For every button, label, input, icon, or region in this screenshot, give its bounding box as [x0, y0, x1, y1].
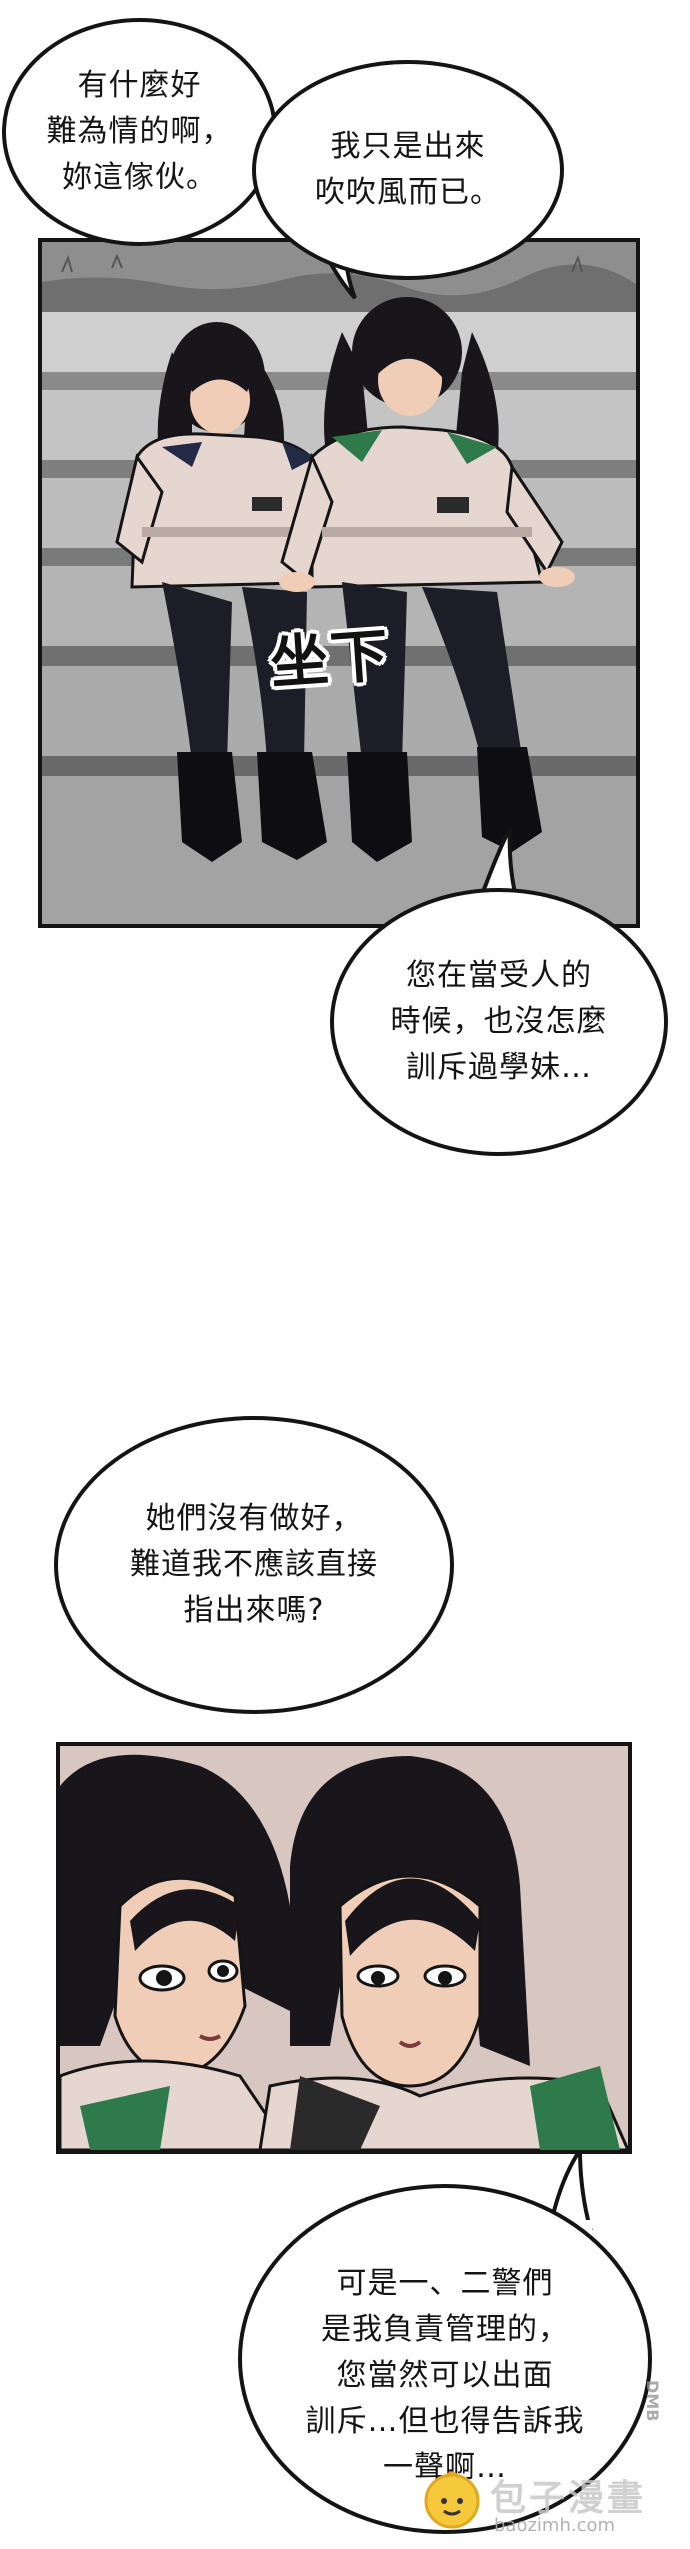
speech-bubble-1-text: 有什麼好 難為情的啊， 妳這傢伙。 — [46, 68, 233, 195]
sfx-sit-down: 坐下 — [268, 620, 393, 698]
speech-bubble-3-text: 您在當受人的 時候，也沒怎麼 訓斥過學妹… — [390, 958, 608, 1085]
speech-bubble-4: 她們沒有做好， 難道我不應該直接 指出來嗎? — [54, 1416, 454, 1714]
stairs-scene-art — [42, 242, 636, 924]
watermark: 包子漫畫 baozimh.com — [420, 2455, 680, 2545]
watermark-brand: 包子漫畫 — [490, 2478, 647, 2519]
close-up-scene-art — [60, 1746, 628, 2150]
panel-sitting-on-stairs — [38, 238, 640, 928]
right-girl-figure — [279, 297, 575, 862]
speech-bubble-5-text: 可是一、二警們 是我負責管理的， 您當然可以出面 訓斥…但也得告訴我 一聲啊… — [305, 2266, 585, 2485]
speech-bubble-1: 有什麼好 難為情的啊， 妳這傢伙。 — [2, 18, 277, 246]
watermark-side: DMB — [643, 2380, 662, 2422]
speech-bubble-2-text: 我只是出來 吹吹風而已。 — [315, 129, 501, 210]
speech-bubble-4-text: 她們沒有做好， 難道我不應該直接 指出來嗎? — [130, 1501, 378, 1628]
watermark-url: baozimh.com — [494, 2515, 616, 2536]
left-girl-close-up — [60, 1754, 300, 2150]
baozi-logo-icon — [424, 2471, 480, 2529]
speech-bubble-2: 我只是出來 吹吹風而已。 — [252, 60, 564, 280]
right-girl-close-up — [258, 1756, 628, 2150]
speech-bubble-3: 您在當受人的 時候，也沒怎麼 訓斥過學妹… — [330, 888, 668, 1156]
panel-close-up-faces — [56, 1742, 632, 2154]
